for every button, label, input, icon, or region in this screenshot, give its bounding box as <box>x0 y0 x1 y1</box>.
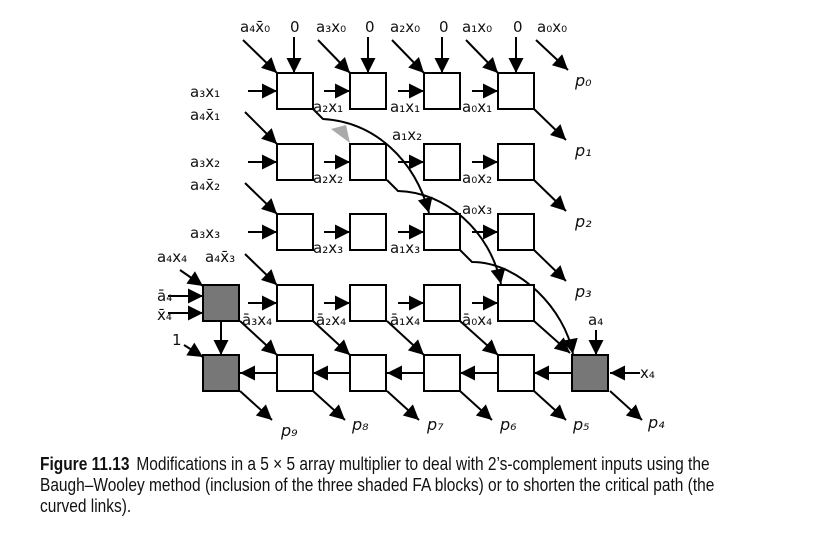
shaded-fa-cell <box>571 354 609 392</box>
arrow <box>391 39 425 74</box>
input-label: ā₄ <box>157 287 172 305</box>
input-label: a₀x₃ <box>462 200 492 218</box>
fa-cells <box>202 72 609 392</box>
fa-cell <box>497 213 535 251</box>
output-label: p₃ <box>574 282 592 301</box>
input-label: a₂x₁ <box>313 98 343 116</box>
input-label: a₀x₀ <box>537 18 567 36</box>
arrow <box>183 342 204 358</box>
output-label: p₉ <box>280 421 298 440</box>
fa-cell <box>423 284 461 322</box>
fa-cell <box>497 143 535 181</box>
input-label: a₄ <box>588 311 603 329</box>
input-label: 0 <box>290 18 300 36</box>
input-label: a₃x₂ <box>190 153 220 171</box>
output-label: p₅ <box>572 415 590 434</box>
fa-cell <box>497 354 535 392</box>
input-label: a₁x₁ <box>390 98 420 116</box>
input-label: x̄₄ <box>157 306 172 324</box>
output-label: p₀ <box>574 71 592 90</box>
arrow <box>239 320 278 356</box>
arrow <box>386 390 420 421</box>
input-label: a₄x̄₁ <box>190 106 220 124</box>
arrow <box>465 39 499 74</box>
input-label: a₄x̄₃ <box>205 248 235 266</box>
arrow <box>459 390 493 421</box>
arrow <box>312 320 351 356</box>
arrow <box>459 320 499 356</box>
input-label: ā₂x₄ <box>316 311 346 329</box>
input-label: a₄x₄ <box>157 248 187 266</box>
caption-text: Modifications in a 5 × 5 array multiplie… <box>40 454 715 516</box>
arrow <box>533 179 567 212</box>
input-label: a₂x₂ <box>313 169 343 187</box>
arrow <box>312 390 346 421</box>
arrow <box>244 182 278 215</box>
arrow <box>609 390 643 421</box>
fa-cell <box>497 72 535 110</box>
fa-cell <box>349 354 387 392</box>
input-label: 0 <box>439 18 449 36</box>
input-label: ā₁x₄ <box>390 311 420 329</box>
arrow <box>244 111 278 145</box>
input-label: a₄x̄₂ <box>190 176 220 194</box>
connections <box>168 37 643 421</box>
fa-cell <box>423 354 461 392</box>
shaded-fa-cell <box>202 284 240 322</box>
fa-cell <box>423 72 461 110</box>
output-label: p₇ <box>426 415 444 434</box>
fa-cell <box>423 143 461 181</box>
fa-cell <box>349 213 387 251</box>
shaded-fa-cell <box>202 354 240 392</box>
removed-link-arrowhead <box>331 125 350 143</box>
input-label: 0 <box>513 18 523 36</box>
input-label: 1 <box>172 331 182 349</box>
fa-cell <box>276 72 314 110</box>
fa-cell <box>349 143 387 181</box>
input-label: a₃x₃ <box>190 224 220 242</box>
arrow <box>535 39 569 71</box>
input-label: a₁x₂ <box>392 126 422 144</box>
fa-cell <box>497 284 535 322</box>
input-label: a₄x̄₀ <box>240 18 270 36</box>
input-label: a₂x₃ <box>313 239 343 257</box>
input-label: a₀x₁ <box>462 98 492 116</box>
fa-cell <box>276 143 314 181</box>
array-multiplier-diagram: a₄x̄₀ 0 a₃x₀ 0 a₂x₀ 0 a₁x₀ 0 a₀x₀ a₃x₁ a₄x̄₁ a₃x₂ a₄… <box>157 18 665 440</box>
output-label: p₂ <box>574 212 592 231</box>
input-label: ā₃x₄ <box>242 311 272 329</box>
output-label: p₈ <box>351 415 369 434</box>
fa-cell <box>349 72 387 110</box>
arrow <box>244 253 278 286</box>
fa-cell <box>276 213 314 251</box>
input-label: a₁x₃ <box>390 239 420 257</box>
fa-cell <box>349 284 387 322</box>
input-label: a₃x₀ <box>316 18 346 36</box>
fa-cell <box>276 284 314 322</box>
arrow <box>179 269 204 287</box>
arrow <box>533 108 567 141</box>
output-label: p₄ <box>647 413 665 432</box>
input-label: a₂x₀ <box>390 18 420 36</box>
arrow <box>533 390 567 421</box>
arrow <box>317 39 351 74</box>
input-label: ā₀x₄ <box>462 311 492 329</box>
input-label: a₁x₀ <box>462 18 492 36</box>
arrow <box>386 320 425 356</box>
labels: a₄x̄₀ 0 a₃x₀ 0 a₂x₀ 0 a₁x₀ 0 a₀x₀ a₃x₁ a₄x̄₁ a₃x₂ a₄… <box>157 18 665 440</box>
arrow <box>239 390 273 421</box>
fa-cell <box>423 213 461 251</box>
input-label: a₀x₂ <box>462 169 492 187</box>
arrow <box>533 249 567 282</box>
output-label: p₆ <box>499 415 517 434</box>
fa-cell <box>276 354 314 392</box>
arrow <box>533 320 571 354</box>
input-label: a₃x₁ <box>190 83 220 101</box>
output-label: p₁ <box>574 141 592 160</box>
input-label: 0 <box>365 18 375 36</box>
input-label: x₄ <box>640 364 655 382</box>
figure-number: Figure 11.13 <box>40 454 130 474</box>
arrow <box>242 39 278 74</box>
